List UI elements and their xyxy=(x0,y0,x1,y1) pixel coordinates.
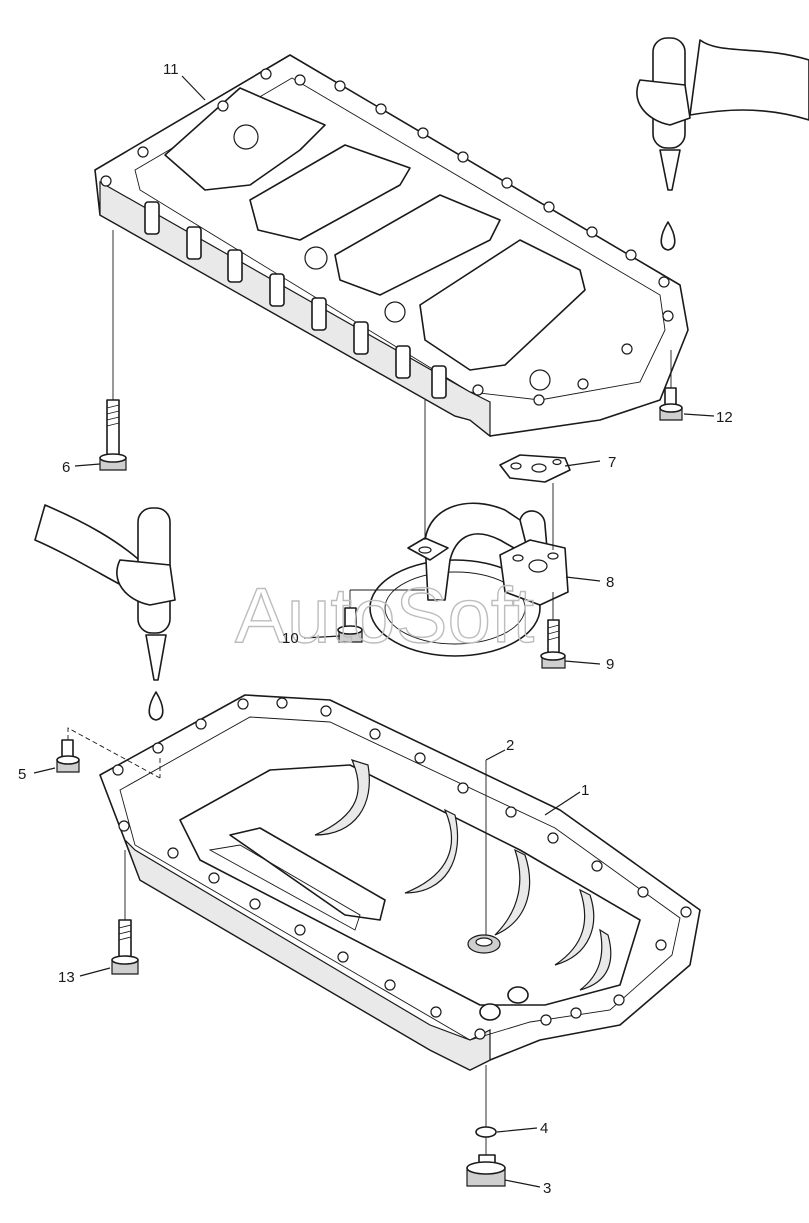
seal-ring-part-4 xyxy=(475,1126,497,1138)
callout-4: 4 xyxy=(540,1120,548,1137)
bolt-part-6 xyxy=(99,399,127,471)
callout-8: 8 xyxy=(606,574,614,591)
callout-3: 3 xyxy=(543,1180,551,1197)
oil-pickup-assembly xyxy=(369,454,571,657)
bolt-part-12 xyxy=(659,387,683,421)
drain-plug-part-3 xyxy=(466,1154,506,1187)
bolt-part-10 xyxy=(337,607,363,643)
sealant-drop-icon xyxy=(660,221,676,251)
sealant-tube-hand-icon xyxy=(636,37,809,191)
callout-7: 7 xyxy=(608,454,616,471)
callout-12: 12 xyxy=(716,409,733,426)
lower-flange-bolt-holes xyxy=(112,697,692,1040)
watermark: AutoSoft xyxy=(235,571,535,659)
callout-9: 9 xyxy=(606,656,614,673)
sealant-drop-icon xyxy=(148,691,164,721)
bolt-part-13 xyxy=(111,919,139,975)
upper-flange-bolt-holes xyxy=(100,68,674,406)
callout-5: 5 xyxy=(18,766,26,783)
upper-side-bosses xyxy=(144,201,447,399)
callout-labels: 1 2 3 4 5 6 7 8 9 10 11 12 13 xyxy=(18,61,733,1197)
callout-2: 2 xyxy=(506,737,514,754)
callout-10: 10 xyxy=(282,630,299,647)
bolt-part-9 xyxy=(540,619,566,669)
bolt-part-5 xyxy=(56,739,80,773)
sealant-tube-hand-icon xyxy=(34,504,176,681)
callout-6: 6 xyxy=(62,459,70,476)
callout-13: 13 xyxy=(58,969,75,986)
callout-11: 11 xyxy=(163,61,179,78)
lower-oil-pan xyxy=(99,694,701,1071)
leader-lines xyxy=(33,75,715,1188)
alignment-lines xyxy=(67,230,672,1155)
callout-1: 1 xyxy=(581,782,589,799)
upper-oil-pan xyxy=(94,54,689,438)
